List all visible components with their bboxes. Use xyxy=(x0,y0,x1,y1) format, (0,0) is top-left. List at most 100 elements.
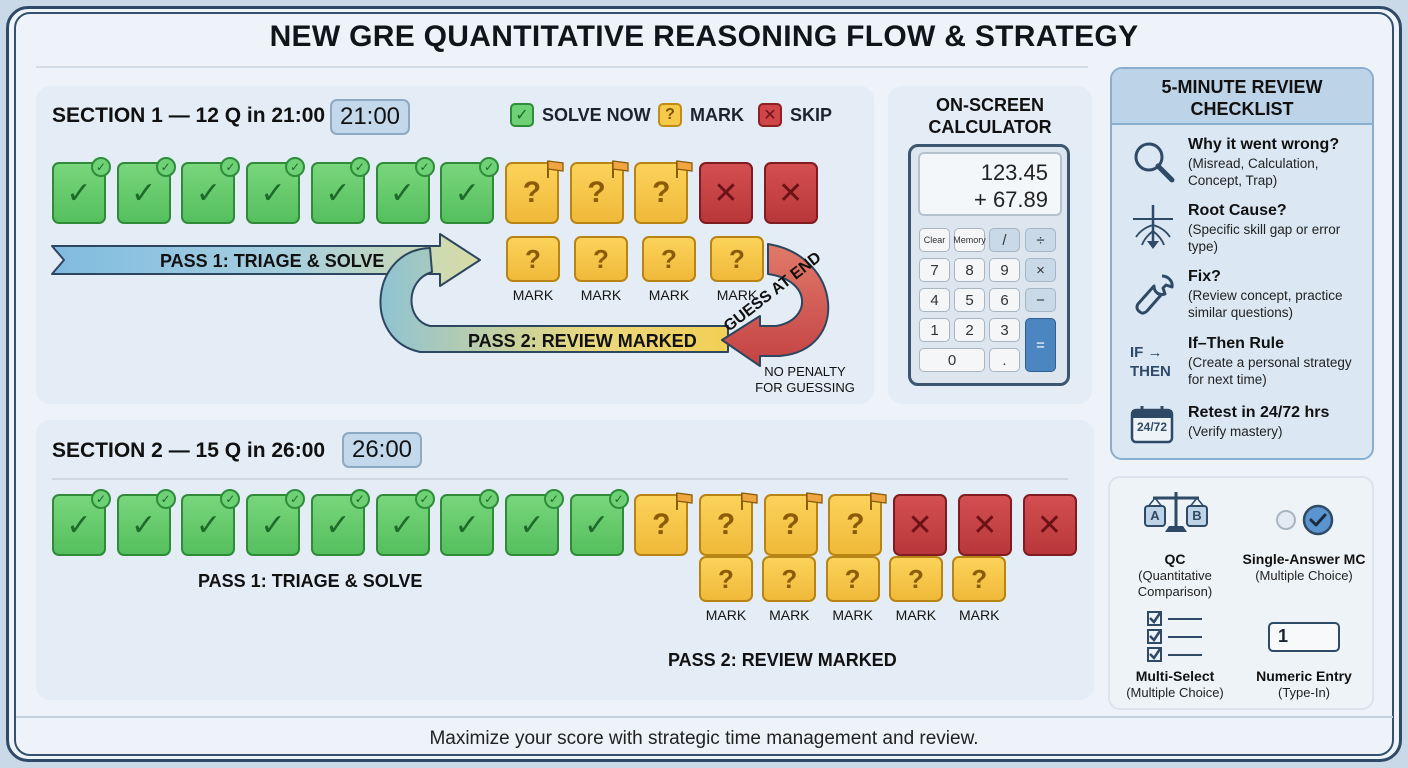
check-icon: ✓ xyxy=(519,508,545,542)
question-type-desc: Comparison) xyxy=(1137,584,1213,599)
question-icon: ? xyxy=(658,103,682,127)
question-icon: ? xyxy=(716,508,736,541)
calculator-key[interactable]: × xyxy=(1025,258,1056,282)
calculator-key-equals[interactable]: = xyxy=(1025,318,1056,372)
calculator-key[interactable]: 8 xyxy=(954,258,985,282)
question-box-marked[interactable]: ? xyxy=(504,160,564,224)
s2-pass2-label: PASS 2: REVIEW MARKED xyxy=(668,650,897,670)
marked-review-box[interactable]: ? xyxy=(710,236,764,282)
check-icon: ✓ xyxy=(389,508,416,542)
footer-divider xyxy=(16,716,1393,718)
calendar-icon-text: 24/72 xyxy=(1136,420,1168,434)
check-badge-icon: ✓ xyxy=(349,489,370,509)
question-box-solved[interactable]: ✓✓ xyxy=(52,489,111,556)
calculator-key-zero[interactable]: 0 xyxy=(919,348,985,372)
question-icon: ? xyxy=(593,243,609,274)
question-box-solved[interactable]: ✓✓ xyxy=(569,489,629,556)
check-badge-icon: ✓ xyxy=(220,489,241,509)
question-box-solved[interactable]: ✓✓ xyxy=(440,157,500,224)
calculator-key[interactable]: 9 xyxy=(989,258,1020,282)
section2-divider xyxy=(52,478,1068,480)
flag-icon xyxy=(674,153,694,178)
calculator-key[interactable]: 7 xyxy=(919,258,950,282)
question-box-skipped[interactable]: ✕ xyxy=(893,494,948,556)
calculator-key[interactable]: 6 xyxy=(989,288,1020,312)
calculator-key[interactable]: Clear xyxy=(919,228,950,252)
marked-review-box[interactable]: ? xyxy=(888,556,943,602)
question-box-solved[interactable]: ✓✓ xyxy=(310,489,370,556)
if-then-icon: IF → THEN xyxy=(1130,343,1176,381)
question-box-skipped[interactable]: ✕ xyxy=(957,494,1012,556)
question-type-desc: (Multiple Choice) xyxy=(1126,685,1224,700)
marked-review-box[interactable]: ? xyxy=(825,556,880,602)
question-box-solved[interactable]: ✓✓ xyxy=(310,157,370,224)
legend-mark: ? MARK xyxy=(658,103,744,127)
question-box-marked[interactable]: ? xyxy=(634,160,693,224)
check-icon: ✓ xyxy=(66,176,92,210)
legend-solve-label: SOLVE NOW xyxy=(542,104,651,125)
calculator-key[interactable]: Memory xyxy=(953,228,986,252)
cross-icon: ✕ xyxy=(1036,508,1063,542)
calculator-key[interactable]: − xyxy=(1025,288,1056,312)
radio-icon xyxy=(1276,504,1334,536)
check-icon: ✓ xyxy=(584,508,610,542)
calculator-key[interactable]: 4 xyxy=(919,288,950,312)
question-box-solved[interactable]: ✓✓ xyxy=(504,489,564,556)
question-icon: ? xyxy=(844,563,861,594)
marked-review-box[interactable]: ? xyxy=(574,236,628,282)
question-box-solved[interactable]: ✓✓ xyxy=(440,489,500,556)
checklist-item-desc: (Verify mastery) xyxy=(1188,424,1283,439)
calculator-key-decimal[interactable]: . xyxy=(989,348,1020,372)
marked-review-box[interactable]: ? xyxy=(699,556,753,602)
marked-review-box[interactable]: ? xyxy=(642,236,696,282)
flag-icon xyxy=(545,153,565,178)
marked-review-box[interactable]: ? xyxy=(762,556,817,602)
question-box-marked[interactable]: ? xyxy=(828,492,888,556)
calculator-display-line1: 123.45 xyxy=(980,160,1048,185)
check-icon: ✓ xyxy=(260,508,286,542)
calculator-key[interactable]: 3 xyxy=(989,318,1020,342)
checklist-icon xyxy=(1147,611,1202,662)
question-box-skipped[interactable]: ✕ xyxy=(699,162,753,224)
calculator-key[interactable]: / xyxy=(989,228,1020,252)
calculator-title-line2: CALCULATOR xyxy=(928,117,1052,137)
calculator-key[interactable]: 2 xyxy=(954,318,985,342)
checklist-item-desc: (Specific skill gap or error type) xyxy=(1188,222,1341,254)
scale-b-label: B xyxy=(1192,508,1202,523)
question-icon: ? xyxy=(971,563,988,594)
marked-review-box[interactable]: ? xyxy=(952,556,1007,602)
question-box-marked[interactable]: ? xyxy=(763,492,823,556)
question-box-solved[interactable]: ✓✓ xyxy=(375,489,435,556)
question-box-marked[interactable]: ? xyxy=(634,492,693,556)
calculator-title-line1: ON-SCREEN xyxy=(935,95,1044,115)
checklist-item-title: Fix? xyxy=(1188,268,1221,285)
question-box-solved[interactable]: ✓✓ xyxy=(181,489,241,556)
question-box-solved[interactable]: ✓✓ xyxy=(116,157,176,224)
question-box-skipped[interactable]: ✕ xyxy=(1022,494,1077,556)
question-type-name: QC xyxy=(1164,551,1186,567)
question-box-solved[interactable]: ✓✓ xyxy=(181,157,241,224)
question-box-marked[interactable]: ? xyxy=(699,492,758,556)
question-box-solved[interactable]: ✓✓ xyxy=(375,157,435,224)
mark-label: MARK xyxy=(716,287,758,303)
scale-icon xyxy=(1144,492,1208,532)
question-icon: ? xyxy=(525,243,541,274)
check-icon: ✓ xyxy=(454,176,480,210)
check-icon: ✓ xyxy=(66,508,92,542)
checklist-item-desc: (Review concept, practice similar questi… xyxy=(1188,288,1343,320)
question-box-solved[interactable]: ✓✓ xyxy=(52,157,111,224)
marked-review-box[interactable]: ? xyxy=(506,236,560,282)
question-box-marked[interactable]: ? xyxy=(569,160,629,224)
question-icon: ? xyxy=(661,243,677,274)
question-box-solved[interactable]: ✓✓ xyxy=(246,489,306,556)
question-box-skipped[interactable]: ✕ xyxy=(763,162,818,224)
page-title: NEW GRE QUANTITATIVE REASONING FLOW & ST… xyxy=(269,20,1139,53)
calculator-key[interactable]: ÷ xyxy=(1025,228,1056,252)
cross-icon: ✕ xyxy=(907,508,933,542)
mark-label: MARK xyxy=(832,607,873,623)
question-box-solved[interactable]: ✓✓ xyxy=(116,489,176,556)
calculator-key[interactable]: 5 xyxy=(954,288,985,312)
question-icon: ? xyxy=(781,508,800,541)
question-box-solved[interactable]: ✓✓ xyxy=(246,157,306,224)
calculator-key[interactable]: 1 xyxy=(919,318,950,342)
